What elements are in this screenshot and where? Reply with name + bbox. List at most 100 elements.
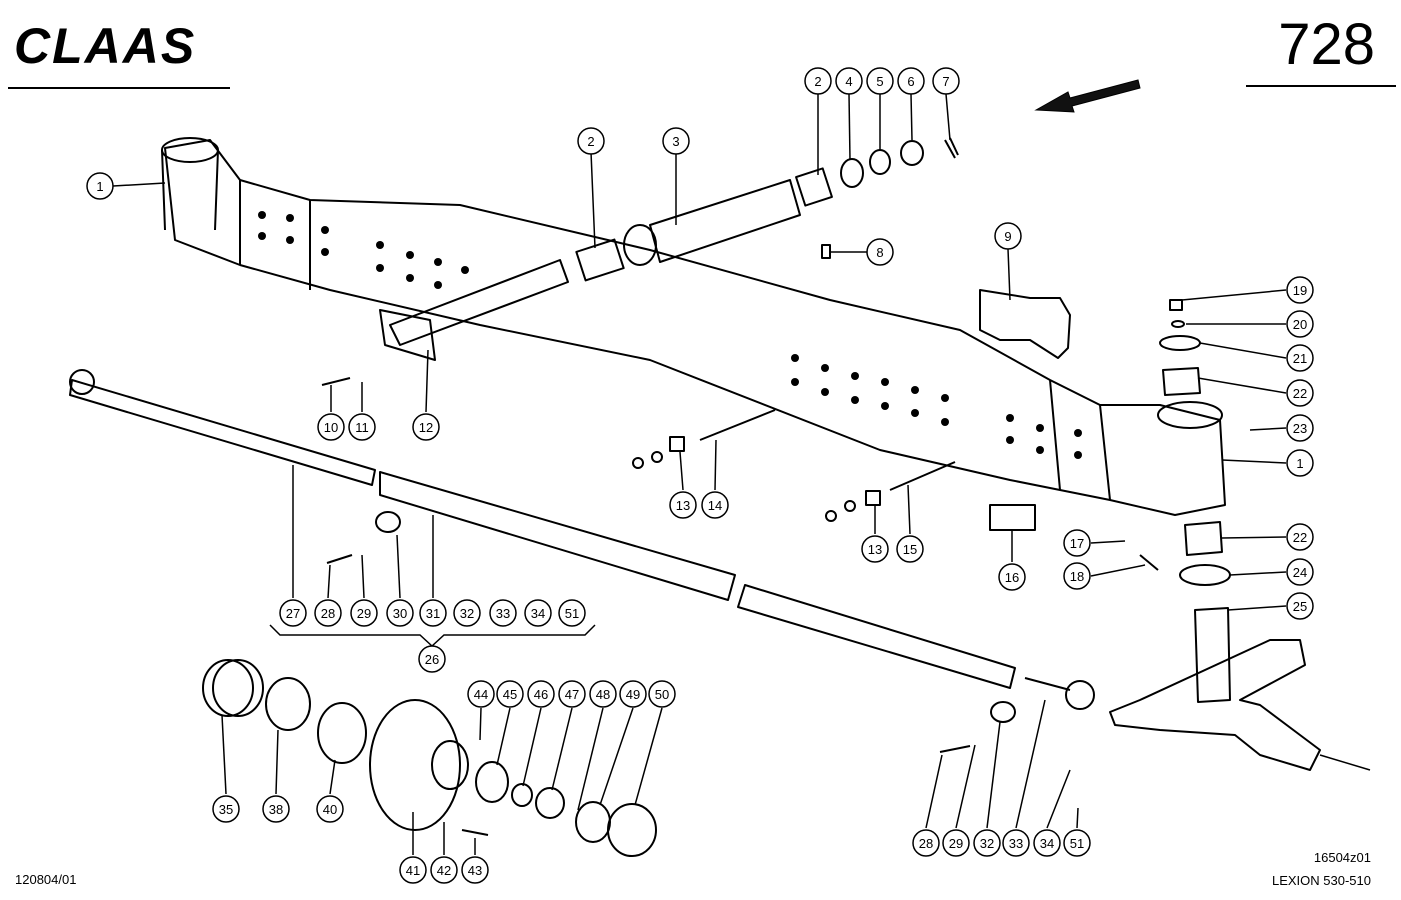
beam-edge [1099,404,1111,501]
callout: 14 [701,491,729,519]
bolt-holes [258,211,1082,459]
callout: 5 [866,67,894,95]
left-pivot-housing [161,149,219,231]
pin-plate [379,309,436,361]
svg-text:31: 31 [426,606,440,621]
callout: 2 [577,127,605,155]
washer-4 [840,158,864,188]
spacer-13 [669,436,685,452]
clamp-32 [990,701,1016,723]
clamp-30 [375,511,401,533]
svg-text:34: 34 [531,606,545,621]
svg-text:2: 2 [587,134,594,149]
svg-text:15: 15 [903,542,917,557]
spring-35 [202,659,254,717]
svg-text:16: 16 [1005,570,1019,585]
svg-text:48: 48 [596,687,610,702]
bolt-15 [889,461,956,491]
nut [825,510,837,522]
ball-joint-right [1065,680,1095,710]
callout: 28 [314,599,342,627]
tie-rod-27 [69,379,376,486]
nut-47 [535,787,565,819]
bolt-14 [699,409,776,441]
svg-text:45: 45 [503,687,517,702]
bolt-43 [461,829,489,836]
svg-text:23: 23 [1293,421,1307,436]
svg-text:21: 21 [1293,351,1307,366]
bushing-22-bottom [1184,521,1223,556]
svg-text:32: 32 [460,606,474,621]
svg-text:46: 46 [534,687,548,702]
leader-lines [112,93,1371,855]
callout: 16 [998,563,1026,591]
callout: 24 [1286,558,1314,586]
svg-text:49: 49 [626,687,640,702]
svg-text:11: 11 [355,420,369,435]
callout: 28 [912,829,940,857]
seal-38 [265,677,311,731]
svg-text:47: 47 [565,687,579,702]
plate-9 [979,289,1071,359]
callout: 47 [558,680,586,708]
washer [844,500,856,512]
callout: 34 [1033,829,1061,857]
svg-text:40: 40 [323,802,337,817]
callout: 27 [279,599,307,627]
castle-nut-6 [900,140,924,166]
svg-text:13: 13 [868,542,882,557]
callout: 4 [835,67,863,95]
bolt-19 [1169,299,1183,311]
callout: 12 [412,413,440,441]
svg-text:30: 30 [393,606,407,621]
callout: 6 [897,67,925,95]
callout: 29 [350,599,378,627]
svg-text:1: 1 [1296,456,1303,471]
washer-20 [1171,320,1185,328]
washer [651,451,663,463]
svg-text:34: 34 [1040,836,1054,851]
svg-text:14: 14 [708,498,722,513]
cotter-pin-7 [944,137,959,159]
callout: 11 [348,413,376,441]
callout: 8 [866,238,894,266]
callout: 34 [524,599,552,627]
svg-text:29: 29 [357,606,371,621]
svg-text:6: 6 [907,74,914,89]
ring-5 [869,149,891,175]
pivot-bushing [623,224,657,266]
svg-text:35: 35 [219,802,233,817]
callout: 51 [558,599,586,627]
bolt-28b [939,745,971,753]
callout: 51 [1063,829,1091,857]
svg-text:38: 38 [269,802,283,817]
svg-text:28: 28 [919,836,933,851]
pivot-pin-12 [389,259,569,346]
callout: 1 [86,172,114,200]
svg-text:5: 5 [876,74,883,89]
spacer-13b [865,490,881,506]
bushing-2 [575,238,625,282]
svg-text:25: 25 [1293,599,1307,614]
callout: 18 [1063,562,1091,590]
bolt-18 [1139,554,1159,571]
svg-text:32: 32 [980,836,994,851]
grease-nipple-8 [821,244,831,259]
svg-text:41: 41 [406,863,420,878]
svg-text:26: 26 [425,652,439,667]
nut [632,457,644,469]
svg-text:8: 8 [876,245,883,260]
callout: 21 [1286,344,1314,372]
svg-text:24: 24 [1293,565,1307,580]
svg-text:22: 22 [1293,530,1307,545]
tie-rod-31b [737,584,1016,689]
ring-46 [511,783,533,807]
callout: 35 [212,795,240,823]
svg-text:50: 50 [655,687,669,702]
svg-text:33: 33 [496,606,510,621]
callout: 32 [973,829,1001,857]
svg-text:19: 19 [1293,283,1307,298]
hub-cap-50 [607,803,657,857]
svg-text:17: 17 [1070,536,1084,551]
image-code: 16504z01 [1313,850,1371,865]
